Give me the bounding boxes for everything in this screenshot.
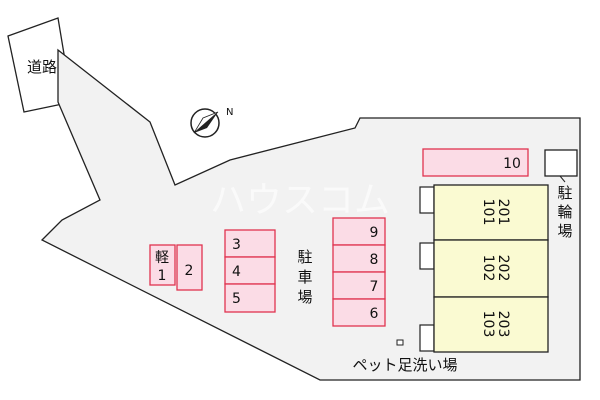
- building-unit: 202 102: [433, 239, 549, 298]
- parking-space-number: 5: [232, 291, 241, 307]
- parking-label-char: 駐: [297, 248, 312, 266]
- parking-space: 6: [332, 298, 386, 327]
- parking-space: 2: [176, 244, 203, 291]
- bicycle-parking-area: [544, 149, 578, 177]
- parking-space: 4: [224, 256, 276, 285]
- parking-space-number: 9: [370, 225, 379, 241]
- north-compass-icon: N: [190, 107, 233, 138]
- unit-number-upper: 201: [495, 199, 511, 226]
- unit-number-upper: 203: [495, 311, 511, 338]
- bicycle-parking-label-char: 場: [557, 222, 572, 240]
- building-unit: 201 101: [433, 184, 549, 241]
- unit-number-upper: 202: [495, 255, 511, 282]
- parking-space-number: 8: [370, 252, 379, 268]
- parking-space: 8: [332, 244, 386, 273]
- watermark: ハウスコム: [210, 180, 390, 221]
- unit-number-lower: 101: [480, 199, 496, 226]
- parking-space-number: 3: [232, 237, 241, 253]
- pet-wash-icon: [396, 339, 404, 346]
- parking-label-char: 車: [297, 268, 312, 286]
- bicycle-parking-label-char: 駐: [557, 184, 572, 202]
- parking-space: 7: [332, 271, 386, 300]
- unit-number-lower: 102: [480, 255, 496, 282]
- parking-space: 10: [422, 148, 529, 177]
- unit-number-lower: 103: [480, 311, 496, 338]
- parking-label-char: 場: [297, 288, 312, 306]
- parking-space-kei-1: 軽 1: [149, 244, 176, 286]
- parking-space-number: 10: [503, 156, 521, 172]
- compass-north-letter: N: [226, 107, 233, 118]
- road-label: 道路: [27, 58, 57, 76]
- parking-space: 3: [224, 229, 276, 258]
- parking-space: 9: [332, 217, 386, 246]
- parking-space-number: 4: [232, 264, 241, 280]
- kei-label: 軽: [155, 250, 169, 266]
- pet-wash-label: ペット足洗い場: [352, 356, 457, 374]
- bicycle-parking-leader: [559, 175, 566, 183]
- parking-space-number: 6: [370, 306, 379, 322]
- parking-space: 5: [224, 283, 276, 313]
- bicycle-parking-label-char: 輪: [557, 203, 572, 221]
- entrance-box: [419, 242, 435, 270]
- entrance-box: [419, 186, 435, 214]
- building-unit: 203 103: [433, 296, 549, 353]
- entrance-box: [419, 324, 435, 352]
- parking-space-number: 7: [370, 279, 379, 295]
- kei-number: 1: [158, 268, 167, 284]
- parking-space-number: 2: [185, 263, 194, 279]
